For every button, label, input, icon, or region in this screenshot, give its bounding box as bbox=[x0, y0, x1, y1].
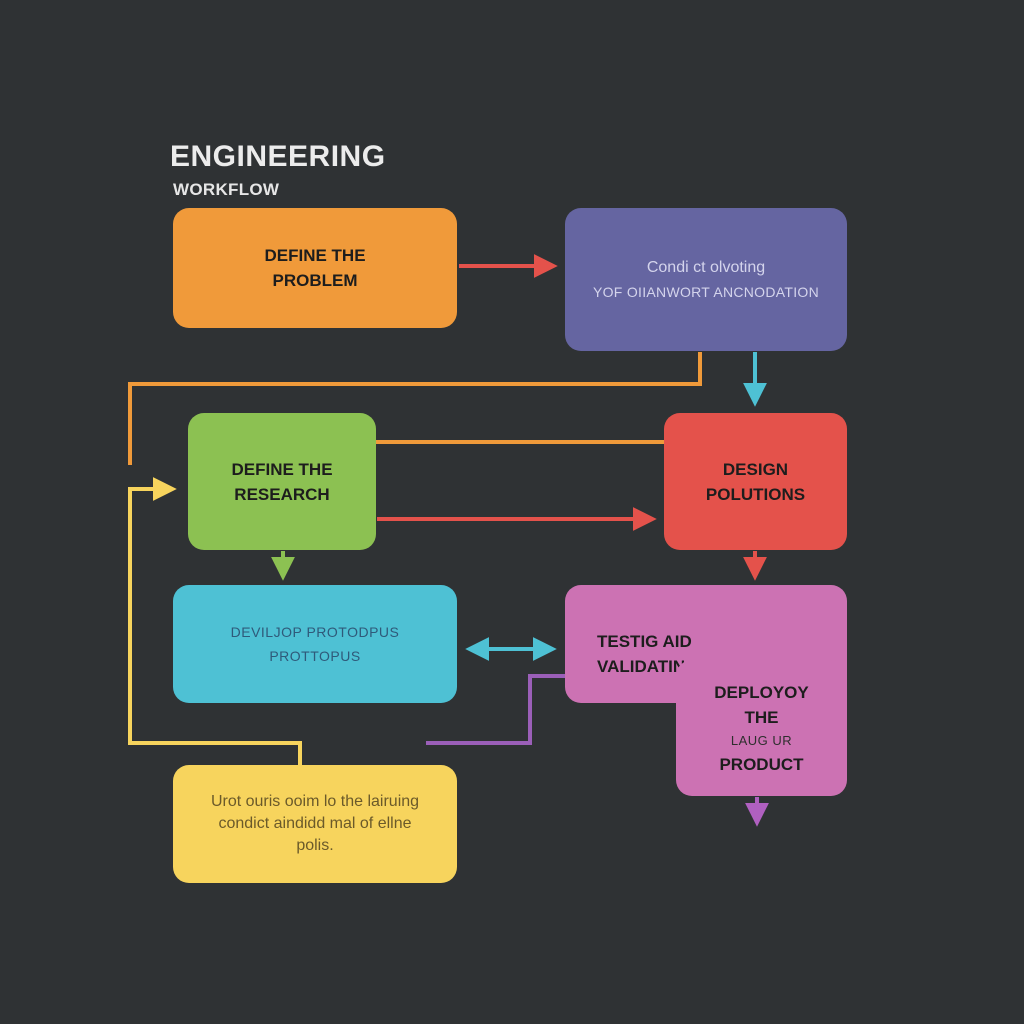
box-text-line: PROTTOPUS bbox=[269, 648, 361, 664]
define-problem-box: DEFINE THE PROBLEM bbox=[173, 208, 457, 328]
diagram-subtitle: WORKFLOW bbox=[173, 180, 280, 199]
box-text-line: Condi ct olvoting bbox=[646, 258, 766, 276]
diagram-title: ENGINEERING bbox=[170, 140, 386, 173]
deploy-product-box: DEPLOYOY THE LAUG UR PRODUCT bbox=[676, 660, 847, 796]
box-text-line: PROBLEM bbox=[272, 271, 358, 290]
box-text-line: POLUTIONS bbox=[705, 484, 806, 504]
box-text-line: LAUG UR bbox=[730, 732, 793, 748]
box-text-line: YOF OIIANWORT ANCNODATION bbox=[592, 283, 820, 300]
box-text-line: TESTIG AID bbox=[597, 632, 692, 651]
box-text-line: DEFINE THE bbox=[231, 459, 333, 479]
box-text-line: PRODUCT bbox=[719, 754, 804, 774]
box-text-line: THE bbox=[744, 707, 779, 727]
box-text-line: DEPLOYOY bbox=[714, 682, 809, 702]
define-research-box: DEFINE THE RESEARCH bbox=[188, 413, 376, 550]
develop-prototypes-box: DEVILJOP PROTODPUS PROTTOPUS bbox=[173, 585, 457, 703]
box-text-line: DEVILJOP PROTODPUS bbox=[230, 624, 400, 640]
yellow-loop-connector bbox=[128, 477, 302, 765]
box-text-line: VALIDATING bbox=[597, 657, 699, 676]
box-text-line: DESIGN bbox=[722, 459, 789, 479]
orange-loop-connector bbox=[128, 352, 702, 465]
box-text-line: RESEARCH bbox=[234, 484, 330, 504]
violet-connector bbox=[426, 674, 566, 745]
conduct-box: Condi ct olvoting YOF OIIANWORT ANCNODAT… bbox=[565, 208, 847, 351]
box-text-line: DEFINE THE bbox=[264, 246, 366, 265]
box-text-line: Urot ouris ooim lo the lairuing bbox=[210, 793, 420, 810]
yellow-note-box: Urot ouris ooim lo the lairuing condict … bbox=[173, 765, 457, 883]
box-text-line: condict aindidd mal of ellne bbox=[218, 815, 412, 832]
box-text-line: polis. bbox=[296, 837, 334, 854]
design-solutions-box: DESIGN POLUTIONS bbox=[664, 413, 847, 550]
